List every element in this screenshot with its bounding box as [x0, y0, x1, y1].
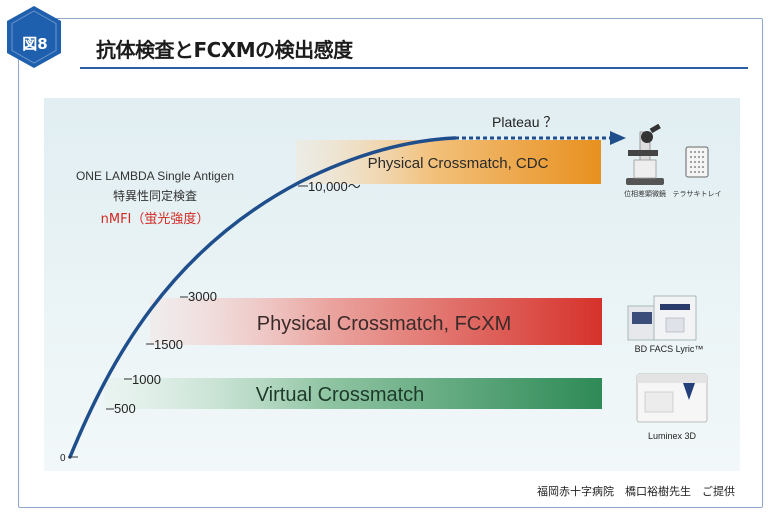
band-virtual-label: Virtual Crossmatch	[256, 384, 425, 406]
figure-number: 図8	[22, 35, 48, 53]
band-virtual	[104, 378, 602, 409]
tray-label: テラサキトレイ	[673, 190, 722, 198]
microscope-label: 位相差顕微鏡	[624, 189, 666, 198]
flow-cytometer-icon	[627, 295, 697, 341]
source-credit: 福岡赤十字病院 橋口裕樹先生 ご提供	[537, 485, 735, 498]
luminex-label: Luminex 3D	[648, 431, 697, 441]
tick-label-3000: 3000	[188, 289, 217, 304]
caption-unit: nMFI（蛍光強度）	[101, 211, 210, 227]
sensitivity-curve	[68, 136, 457, 459]
plateau-arrowhead-icon	[610, 131, 626, 145]
band-fcxm	[150, 298, 602, 345]
plateau-label: Plateau ？	[492, 114, 557, 130]
tick-label-10000: 10,000〜	[308, 179, 361, 194]
caption-assay-name: ONE LAMBDA Single Antigen	[76, 169, 234, 183]
band-cdc-label: Physical Crossmatch, CDC	[368, 155, 549, 172]
caption-assay-type: 特異性同定検査	[113, 188, 197, 203]
luminex-analyzer-icon	[636, 373, 708, 423]
page-title: 抗体検査とFCXMの検出感度	[96, 38, 353, 62]
tick-marks	[68, 185, 308, 458]
figure-frame	[18, 18, 763, 508]
title-divider	[80, 67, 748, 69]
tick-label-0: 0	[60, 453, 66, 464]
band-fcxm-label: Physical Crossmatch, FCXM	[257, 313, 512, 335]
tick-label-1000: 1000	[132, 372, 161, 387]
tick-label-1500: 1500	[154, 337, 183, 352]
tick-label-500: 500	[114, 401, 136, 416]
microscope-icon	[626, 123, 664, 185]
facs-label: BD FACS Lyric™	[635, 344, 704, 354]
figure-badge-icon	[7, 6, 61, 68]
tray-icon	[685, 146, 709, 178]
